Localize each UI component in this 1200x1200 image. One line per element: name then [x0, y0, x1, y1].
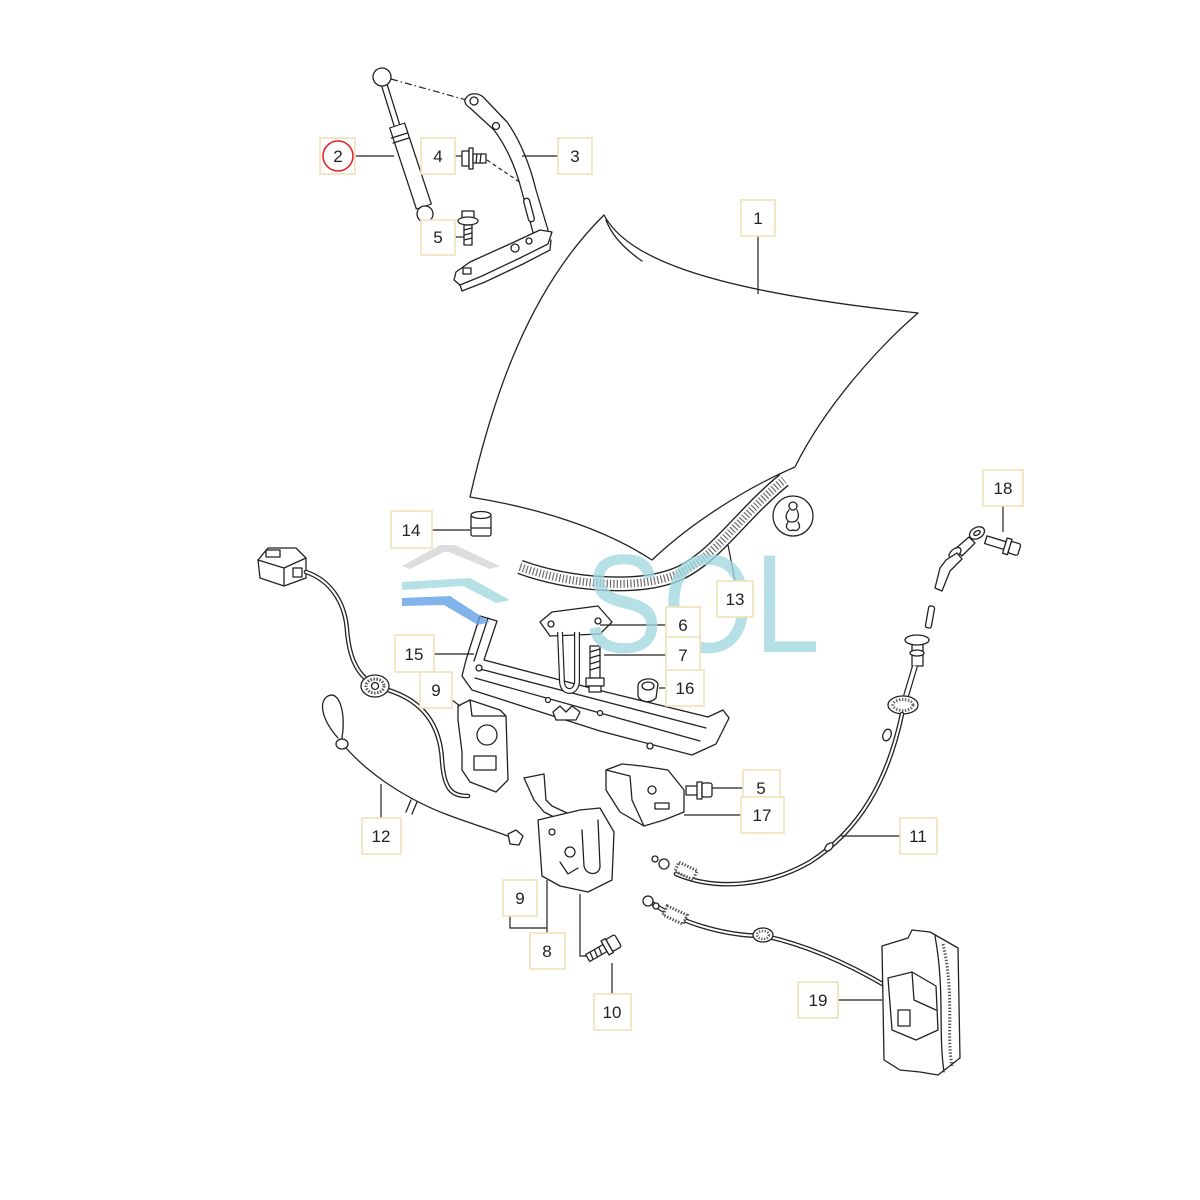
striker-bolt	[585, 645, 605, 693]
watermark-text: SOL	[584, 525, 820, 682]
hood-panel	[469, 214, 919, 561]
callout-label: 8	[542, 942, 551, 961]
hood-striker-bracket	[539, 605, 613, 694]
callout-9-upper: 9	[419, 671, 453, 709]
callout-13: 13	[716, 580, 754, 618]
watermark-logo	[402, 545, 510, 625]
leader-9-upper	[451, 699, 461, 707]
leader-13	[727, 544, 736, 582]
hood-seal-strip	[517, 474, 789, 592]
cable-clip	[637, 678, 659, 703]
hood-release-handle	[881, 929, 961, 1076]
callout-19: 19	[797, 981, 839, 1019]
callout-18: 18	[982, 469, 1024, 507]
callout-17: 17	[740, 796, 785, 834]
switch-wire	[303, 569, 471, 799]
release-cable-lower	[642, 895, 889, 989]
hood-bump-stop	[470, 510, 492, 537]
callout-label: 9	[515, 889, 524, 908]
wire-grommet	[360, 674, 390, 698]
callout-label: 5	[756, 779, 765, 798]
callout-label: 16	[676, 679, 695, 698]
callout-14: 14	[390, 510, 433, 549]
callout-label: 13	[726, 590, 745, 609]
bracket-bolt	[685, 781, 713, 800]
callout-2: 2	[319, 137, 356, 175]
callout-15: 15	[394, 634, 435, 673]
callout-16: 16	[665, 669, 705, 707]
latch-switch	[457, 699, 509, 793]
callout-label: 2	[333, 147, 342, 166]
watermark: SOL	[402, 525, 820, 682]
assembly-line	[579, 894, 597, 957]
callout-label: 9	[431, 681, 440, 700]
callout-label: 3	[570, 147, 579, 166]
callout-label: 6	[678, 616, 687, 635]
hinge-bolt-upper	[461, 147, 487, 170]
sealant-symbol-icon	[772, 495, 814, 537]
hinge-bolt-lower	[457, 210, 479, 246]
latch-bolt	[585, 934, 622, 963]
hood-gas-strut	[372, 67, 434, 223]
callout-11: 11	[899, 817, 938, 855]
hood-latch-support-panel	[461, 615, 730, 756]
callout-label: 19	[809, 991, 828, 1010]
callout-label: 18	[994, 479, 1013, 498]
callout-8: 8	[529, 932, 566, 970]
highlight-ring	[322, 140, 354, 172]
electrical-connector	[257, 547, 307, 587]
callout-5-upper: 5	[420, 219, 456, 256]
hood-hinge	[453, 93, 553, 292]
callout-label: 11	[909, 827, 927, 846]
latch-mounting-bracket	[605, 763, 685, 827]
assembly-line	[390, 78, 471, 102]
callout-label: 4	[433, 147, 442, 166]
callout-label: 5	[433, 228, 442, 247]
callout-1: 1	[740, 199, 776, 237]
callout-4: 4	[420, 137, 456, 175]
callout-10: 10	[593, 993, 632, 1031]
safety-catch-lanyard	[321, 694, 524, 846]
callout-label: 10	[603, 1003, 622, 1022]
callout-label: 14	[402, 521, 421, 540]
callout-7: 7	[665, 636, 701, 673]
callout-3: 3	[557, 137, 593, 175]
callout-label: 1	[753, 209, 762, 228]
callout-label: 17	[753, 806, 772, 825]
hood-release-cable	[651, 526, 986, 887]
callout-label: 7	[678, 646, 687, 665]
callout-12: 12	[361, 817, 402, 855]
callout-label: 15	[405, 645, 424, 664]
callout-label: 12	[372, 827, 391, 846]
leader-9-lower	[509, 916, 547, 929]
hood-latch-assembly	[523, 773, 615, 893]
release-cable-bolt	[983, 535, 1022, 556]
callout-9-lower: 9	[502, 879, 538, 917]
